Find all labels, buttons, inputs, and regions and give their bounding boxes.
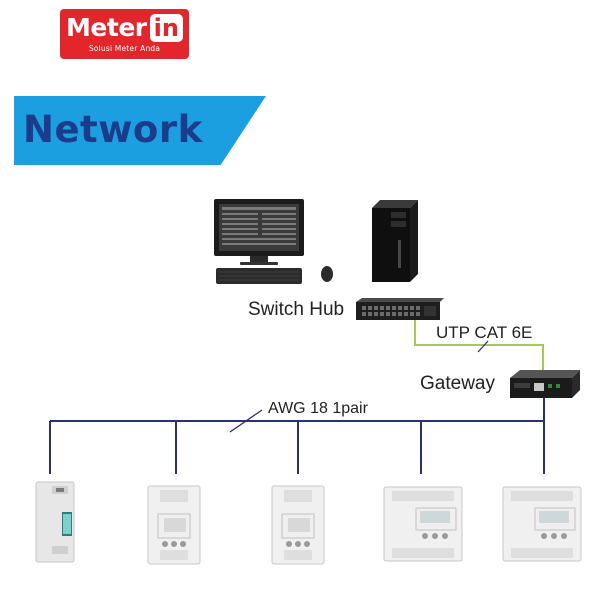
switch-hub-icon xyxy=(356,298,444,320)
keyboard-icon xyxy=(216,268,302,284)
section-banner xyxy=(14,96,266,165)
logo-tagline: Solusi Meter Anda xyxy=(88,44,161,53)
utp-cable-label: UTP CAT 6E xyxy=(436,323,533,342)
mouse-icon xyxy=(321,266,333,282)
meter-1-icon xyxy=(35,481,75,563)
meter-2-icon xyxy=(147,485,201,565)
pc-tower-icon xyxy=(372,200,418,282)
meter-3-icon xyxy=(271,485,325,565)
meter-4-icon xyxy=(383,486,463,562)
logo-box: in xyxy=(149,14,183,42)
section-title: Network xyxy=(23,108,203,151)
utp-pointer xyxy=(477,340,489,353)
meter-5-icon xyxy=(502,486,582,562)
awg-pointer xyxy=(229,409,263,433)
rs485-bus xyxy=(49,398,545,474)
gateway-icon xyxy=(510,370,580,398)
monitor-icon xyxy=(214,199,304,265)
logo-word: Meter xyxy=(66,13,147,42)
awg-cable-label: AWG 18 1pair xyxy=(268,400,368,417)
gateway-label: Gateway xyxy=(420,373,495,394)
switch-hub-label: Switch Hub xyxy=(248,299,345,320)
